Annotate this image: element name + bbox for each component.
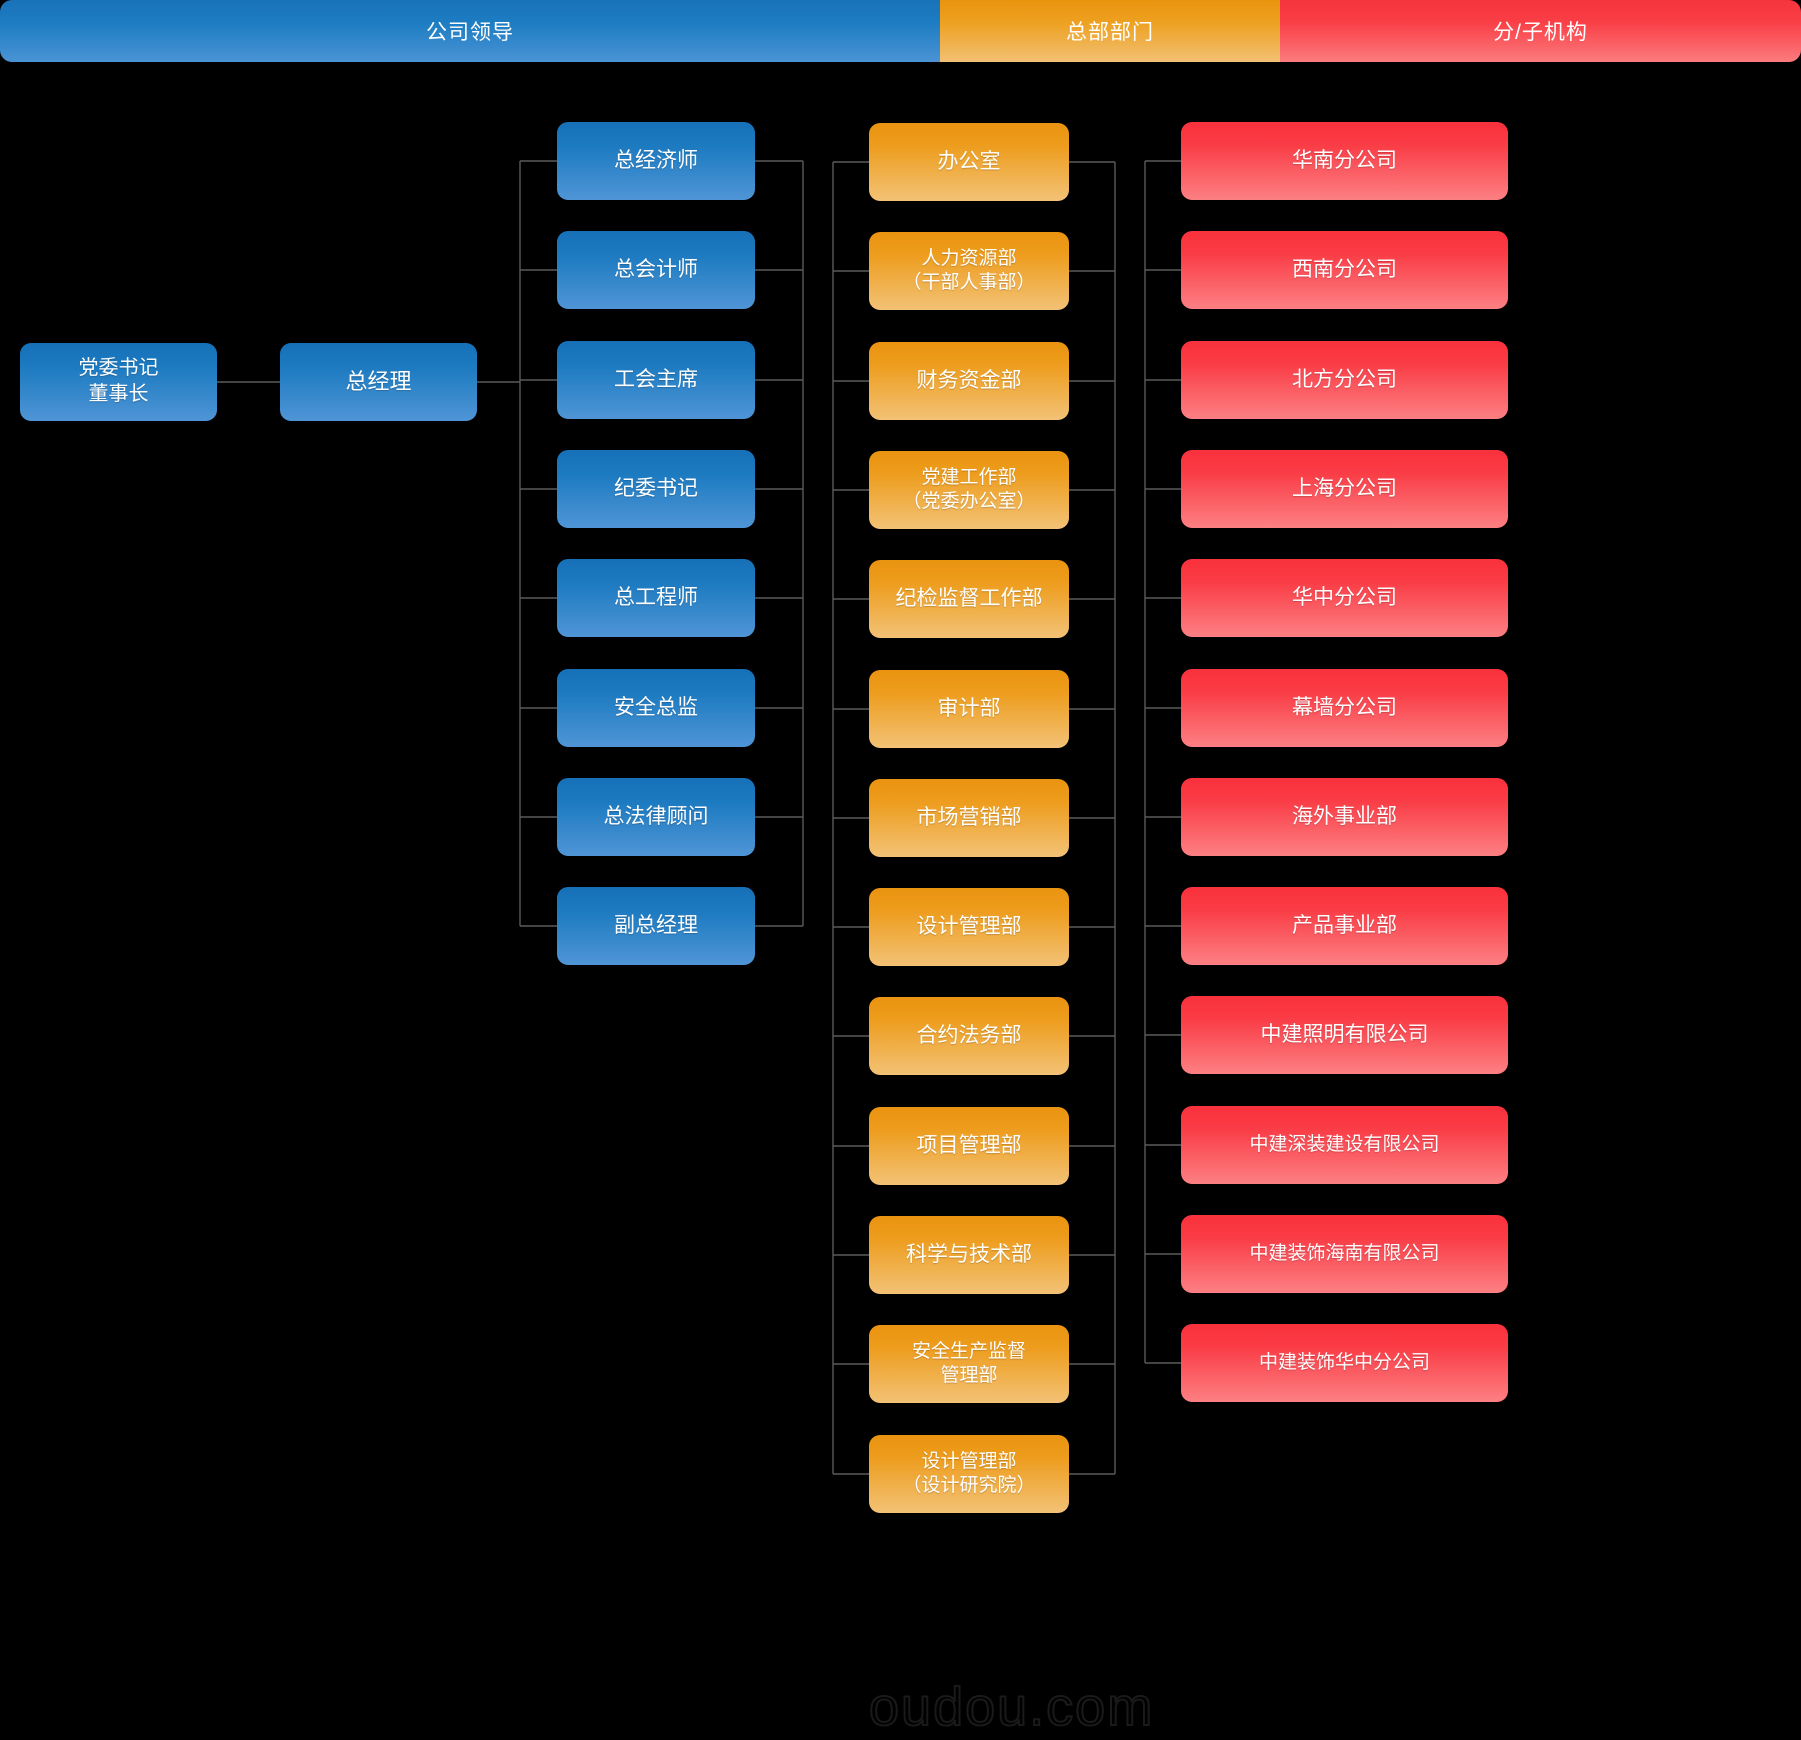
node-leadership-1[interactable]: 总经济师 [557, 122, 755, 200]
node-department-2[interactable]: 人力资源部 （干部人事部） [869, 232, 1069, 310]
node-department-9[interactable]: 合约法务部 [869, 997, 1069, 1075]
node-branch-9[interactable]: 中建照明有限公司 [1181, 996, 1508, 1074]
node-department-10[interactable]: 项目管理部 [869, 1107, 1069, 1185]
node-branch-7[interactable]: 海外事业部 [1181, 778, 1508, 856]
node-department-6[interactable]: 审计部 [869, 670, 1069, 748]
band-company-leadership: 公司领导 [0, 0, 940, 62]
node-general-manager[interactable]: 总经理 [280, 343, 477, 421]
node-leadership-8[interactable]: 副总经理 [557, 887, 755, 965]
node-department-11[interactable]: 科学与技术部 [869, 1216, 1069, 1294]
node-branch-6[interactable]: 幕墙分公司 [1181, 669, 1508, 747]
node-branch-4[interactable]: 上海分公司 [1181, 450, 1508, 528]
band-label-branch-subsidiary: 分/子机构 [1493, 21, 1588, 44]
node-leadership-7[interactable]: 总法律顾问 [557, 778, 755, 856]
node-branch-2[interactable]: 西南分公司 [1181, 231, 1508, 309]
watermark-text: oudou.com [868, 1676, 1155, 1738]
node-department-8[interactable]: 设计管理部 [869, 888, 1069, 966]
band-label-company-leadership: 公司领导 [426, 21, 514, 44]
band-branch-subsidiary: 分/子机构 [1280, 0, 1801, 62]
node-branch-1[interactable]: 华南分公司 [1181, 122, 1508, 200]
node-branch-3[interactable]: 北方分公司 [1181, 341, 1508, 419]
node-branch-12[interactable]: 中建装饰华中分公司 [1181, 1324, 1508, 1402]
node-branch-11[interactable]: 中建装饰海南有限公司 [1181, 1215, 1508, 1293]
node-department-1[interactable]: 办公室 [869, 123, 1069, 201]
node-leadership-6[interactable]: 安全总监 [557, 669, 755, 747]
band-headquarters-departments: 总部部门 [940, 0, 1280, 62]
column-header-bar: 公司领导 总部部门 分/子机构 [0, 0, 1801, 62]
node-leadership-3[interactable]: 工会主席 [557, 341, 755, 419]
node-department-12[interactable]: 安全生产监督 管理部 [869, 1325, 1069, 1403]
node-branch-10[interactable]: 中建深装建设有限公司 [1181, 1106, 1508, 1184]
node-leadership-2[interactable]: 总会计师 [557, 231, 755, 309]
node-department-13[interactable]: 设计管理部 （设计研究院） [869, 1435, 1069, 1513]
node-party-secretary-chairman[interactable]: 党委书记 董事长 [20, 343, 217, 421]
node-department-5[interactable]: 纪检监督工作部 [869, 560, 1069, 638]
node-department-7[interactable]: 市场营销部 [869, 779, 1069, 857]
node-branch-5[interactable]: 华中分公司 [1181, 559, 1508, 637]
band-label-headquarters-departments: 总部部门 [1066, 21, 1154, 44]
node-department-4[interactable]: 党建工作部 （党委办公室） [869, 451, 1069, 529]
node-leadership-5[interactable]: 总工程师 [557, 559, 755, 637]
node-branch-8[interactable]: 产品事业部 [1181, 887, 1508, 965]
node-department-3[interactable]: 财务资金部 [869, 342, 1069, 420]
node-leadership-4[interactable]: 纪委书记 [557, 450, 755, 528]
